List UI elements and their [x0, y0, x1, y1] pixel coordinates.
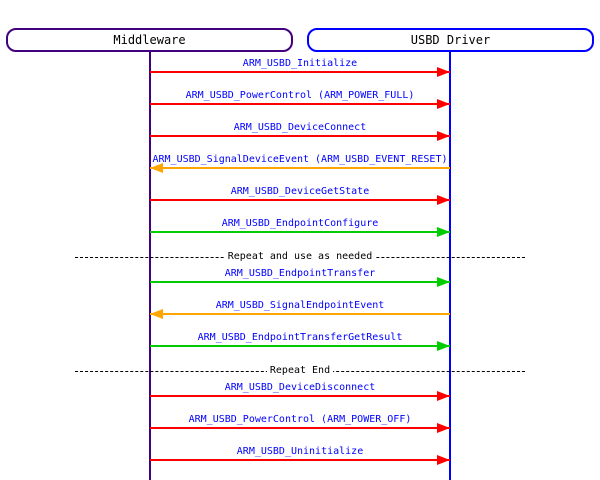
arrowhead-right-icon [437, 131, 450, 141]
message-line [150, 103, 450, 105]
message-label: ARM_USBD_SignalDeviceEvent (ARM_USBD_EVE… [152, 154, 448, 165]
message-line [150, 199, 450, 201]
entity-usbd-driver: USBD Driver [307, 28, 594, 52]
arrowhead-left-icon [150, 163, 163, 173]
lifeline-usbd-driver [449, 52, 451, 480]
divider-label-text: Repeat and use as needed [224, 251, 376, 262]
message-label: ARM_USBD_DeviceGetState [230, 186, 370, 197]
message-label: ARM_USBD_EndpointTransferGetResult [197, 332, 403, 343]
arrowhead-right-icon [437, 423, 450, 433]
message-label: ARM_USBD_PowerControl (ARM_POWER_FULL) [185, 90, 415, 101]
arrowhead-right-icon [437, 227, 450, 237]
entity-middleware: Middleware [6, 28, 293, 52]
arrowhead-right-icon [437, 455, 450, 465]
entity-middleware-label: Middleware [113, 33, 186, 47]
message-label: ARM_USBD_EndpointTransfer [224, 268, 376, 279]
message-line [150, 395, 450, 397]
message-line [150, 345, 450, 347]
message-line [150, 313, 450, 315]
arrowhead-left-icon [150, 309, 163, 319]
lifeline-middleware [149, 52, 151, 480]
message-label: ARM_USBD_SignalEndpointEvent [215, 300, 385, 311]
divider-label-text: Repeat End [266, 365, 334, 376]
arrowhead-right-icon [437, 391, 450, 401]
message-label: ARM_USBD_Uninitialize [236, 446, 364, 457]
arrowhead-right-icon [437, 67, 450, 77]
divider-label: Repeat End [0, 364, 600, 378]
arrowhead-right-icon [437, 277, 450, 287]
message-label: ARM_USBD_EndpointConfigure [221, 218, 379, 229]
message-label: ARM_USBD_DeviceDisconnect [224, 382, 376, 393]
arrowhead-right-icon [437, 341, 450, 351]
message-line [150, 459, 450, 461]
message-label: ARM_USBD_DeviceConnect [233, 122, 367, 133]
message-label: ARM_USBD_Initialize [242, 58, 358, 69]
message-line [150, 167, 450, 169]
divider-label: Repeat and use as needed [0, 250, 600, 264]
message-line [150, 281, 450, 283]
entity-usbd-driver-label: USBD Driver [410, 33, 491, 47]
message-line [150, 427, 450, 429]
message-label: ARM_USBD_PowerControl (ARM_POWER_OFF) [188, 414, 412, 425]
message-line [150, 135, 450, 137]
message-line [150, 231, 450, 233]
message-line [150, 71, 450, 73]
arrowhead-right-icon [437, 195, 450, 205]
arrowhead-right-icon [437, 99, 450, 109]
